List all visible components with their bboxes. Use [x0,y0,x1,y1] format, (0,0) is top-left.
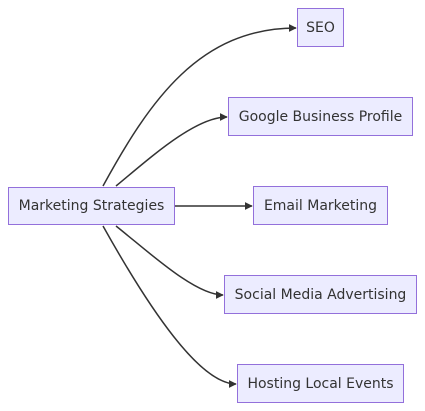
node-label-hosting-local-events: Hosting Local Events [247,375,394,392]
node-seo[interactable]: SEO [297,8,344,47]
node-label-email-marketing: Email Marketing [263,197,378,214]
node-label-seo: SEO [306,19,335,36]
edge-root-to-hosting-local-events [102,225,237,388]
edge-root-to-seo [102,24,297,187]
node-hosting-local-events[interactable]: Hosting Local Events [237,364,404,403]
node-label-google-business-profile: Google Business Profile [238,108,403,125]
node-marketing-strategies[interactable]: Marketing Strategies [8,187,175,225]
edge-root-to-social-media-advertising [115,225,224,299]
node-google-business-profile[interactable]: Google Business Profile [228,97,413,136]
edge-root-to-google-business-profile [115,113,228,187]
node-label-social-media-advertising: Social Media Advertising [234,286,407,303]
node-label-marketing-strategies: Marketing Strategies [18,198,165,214]
node-social-media-advertising[interactable]: Social Media Advertising [224,275,417,314]
node-email-marketing[interactable]: Email Marketing [253,186,388,225]
